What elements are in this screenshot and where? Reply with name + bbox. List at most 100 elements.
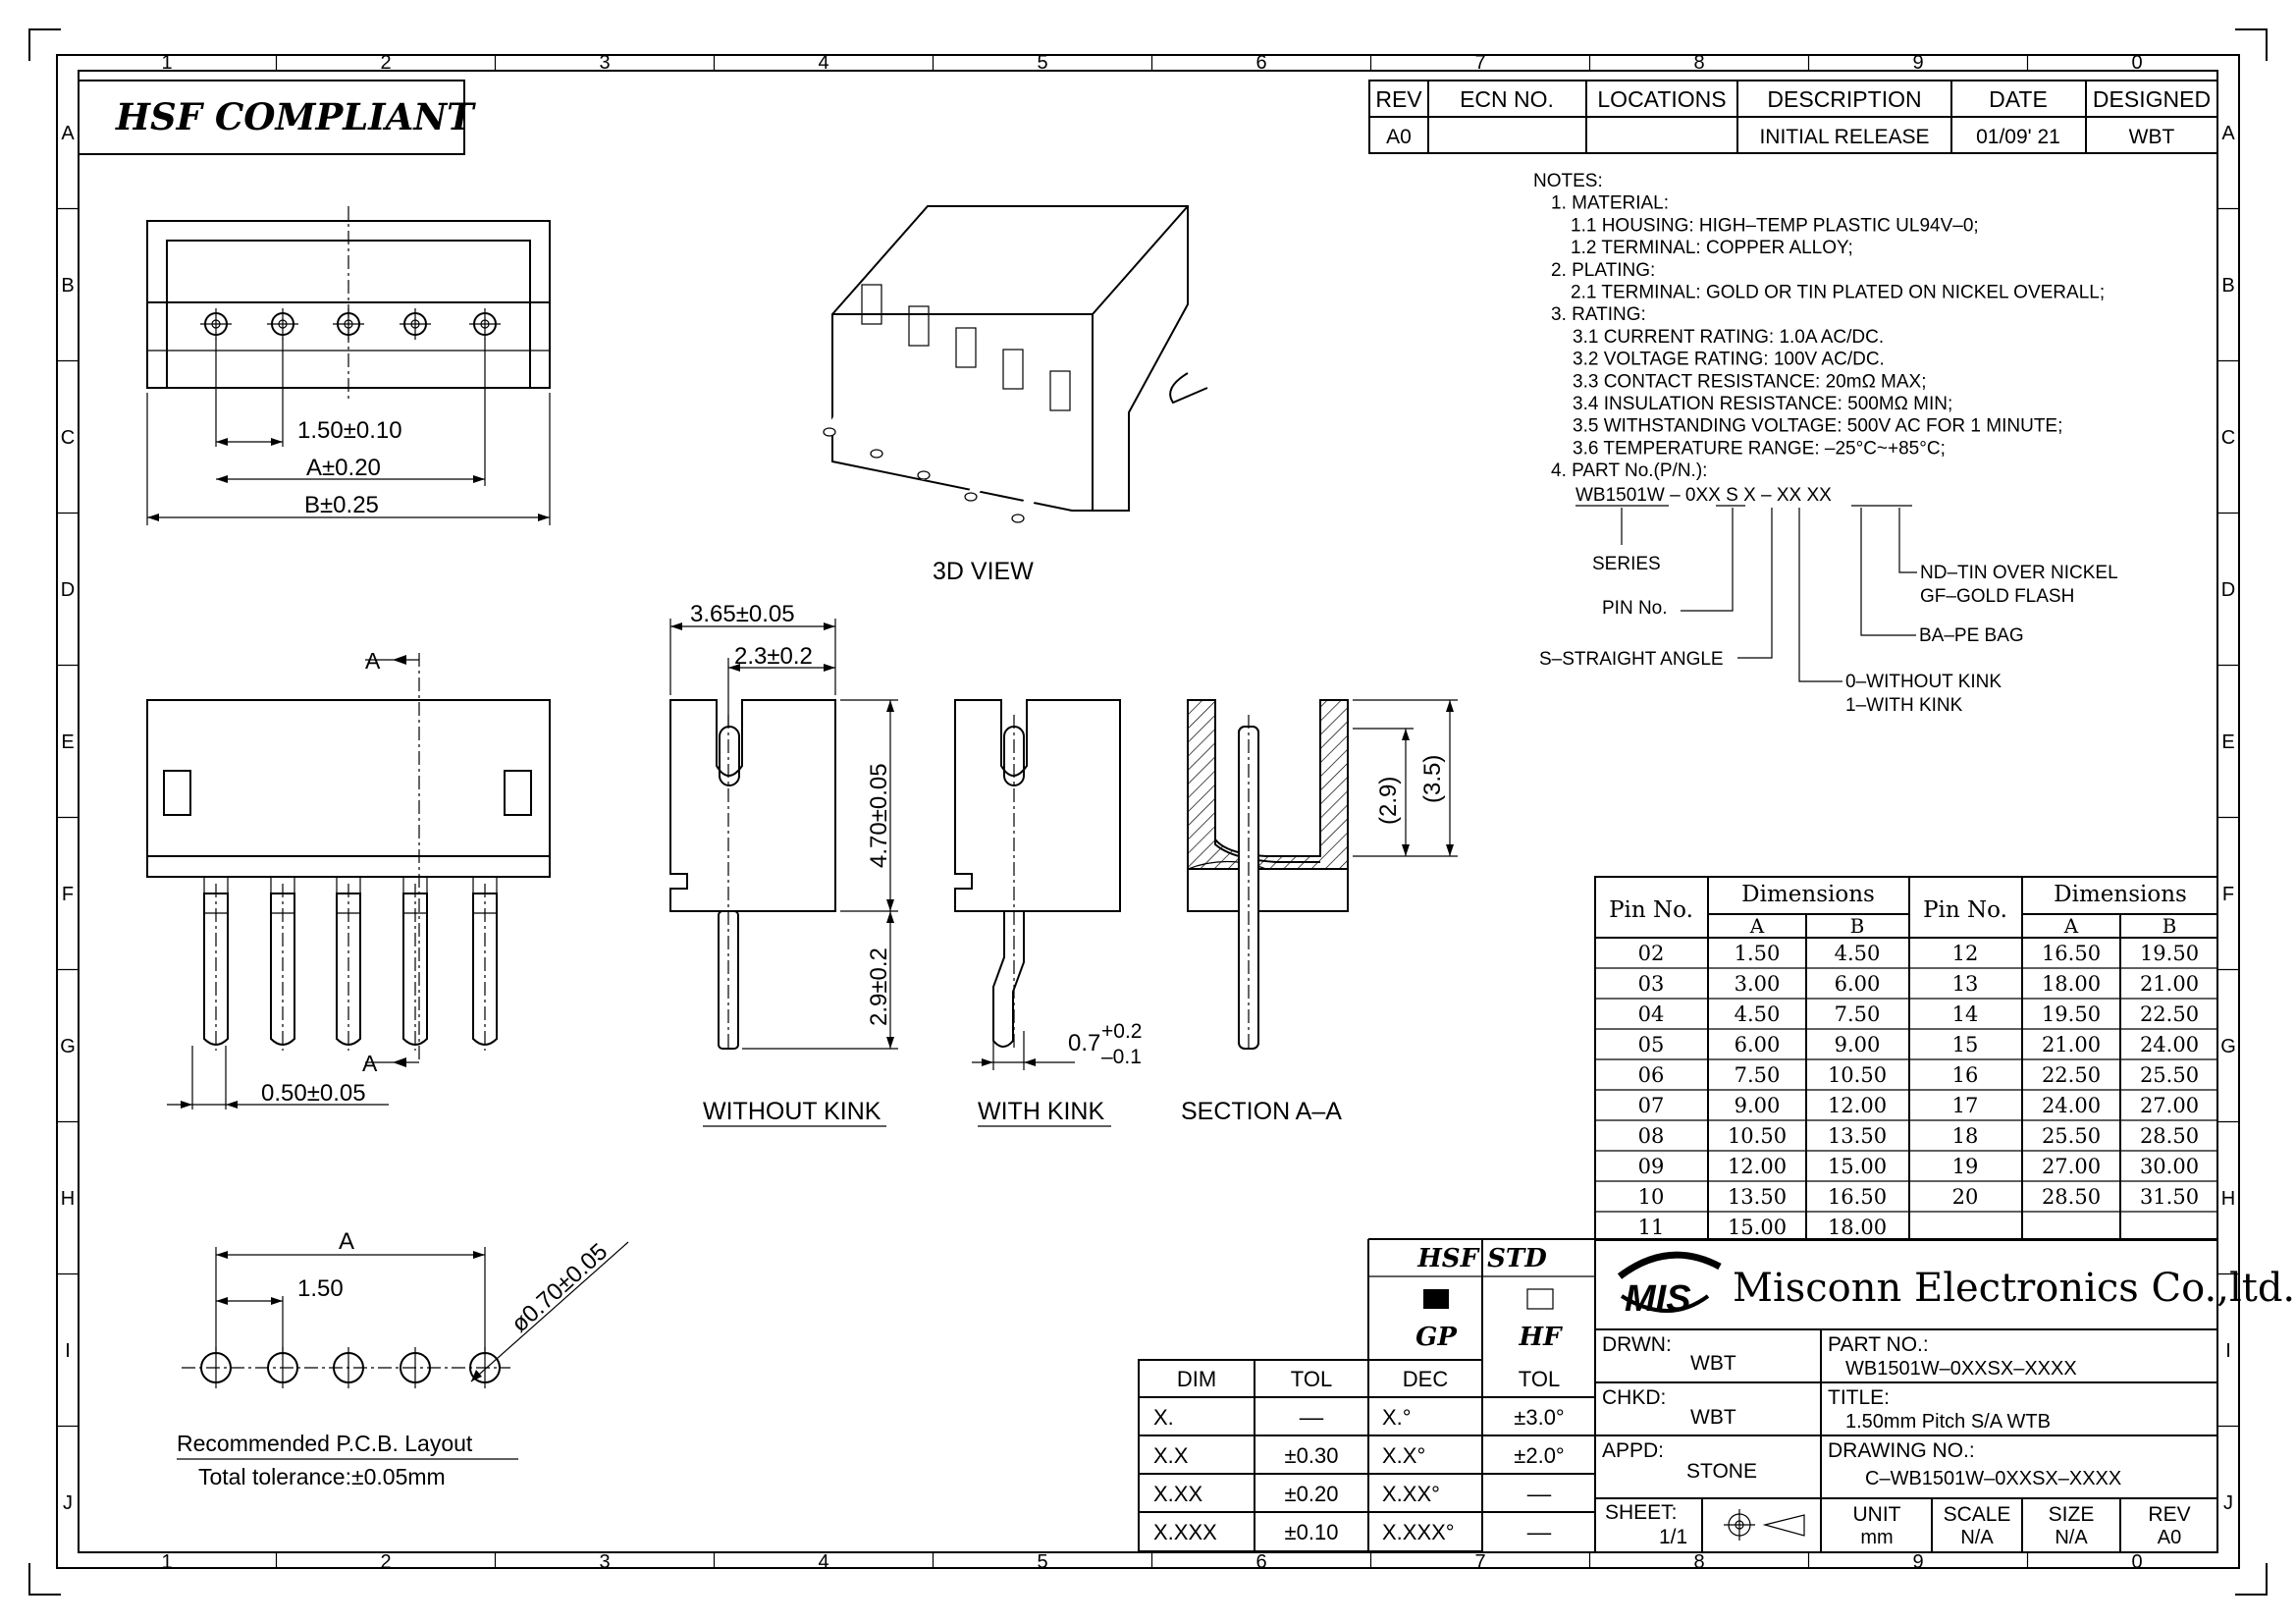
scale-label: SCALE [1944, 1503, 2011, 1526]
dim-table-cell: 1.50 [1735, 942, 1781, 965]
dim-pin-width: 0.50±0.05 [261, 1080, 366, 1107]
cavity-3d [908, 305, 930, 347]
zone-letter-left: I [65, 1340, 71, 1362]
rev-header-description: DESCRIPTION [1767, 86, 1921, 112]
terminal-front [270, 893, 295, 1046]
with-kink-label: WITH KINK [978, 1098, 1104, 1125]
terminal-front [402, 893, 428, 1046]
title-value: 1.50mm Pitch S/A WTB [1845, 1411, 2051, 1433]
rev-cell-rev: A0 [1386, 126, 1412, 148]
dim-table-cell: 21.00 [2042, 1033, 2101, 1056]
zone-letter-right: B [2221, 275, 2234, 297]
part-no-label: PART NO.: [1828, 1333, 1929, 1356]
note-line: 3.5 WITHSTANDING VOLTAGE: 500V AC FOR 1 … [1573, 416, 2062, 437]
dim-table-cell: 06 [1638, 1063, 1665, 1087]
zone-number-top: 9 [1912, 52, 1923, 74]
note-line: 3.3 CONTACT RESISTANCE: 20mΩ MAX; [1573, 371, 1927, 392]
drawing-no-label: DRAWING NO.: [1828, 1439, 1975, 1462]
zone-letter-right: C [2221, 427, 2235, 449]
tol-cell: –– [1527, 1520, 1552, 1544]
tol-cell: –– [1527, 1482, 1552, 1506]
zone-number-top: 4 [818, 52, 828, 74]
dim-table-cell: 3.00 [1735, 972, 1781, 996]
dim-table-cell: 27.00 [2140, 1094, 2199, 1117]
dim-table-cell: 7.50 [1735, 1063, 1781, 1087]
tol-cell: ±2.0° [1514, 1443, 1564, 1468]
without-kink-label: WITHOUT KINK [703, 1098, 881, 1125]
pin-no-label: PIN No. [1602, 598, 1668, 619]
dim-table-cell: 4.50 [1835, 942, 1881, 965]
hsf-std-title: HSF STD [1416, 1244, 1547, 1273]
dim-table-h-a-right: A [2063, 914, 2079, 938]
3d-view-label: 3D VIEW [933, 558, 1034, 585]
dim-table-cell: 28.50 [2042, 1185, 2101, 1209]
zone-letter-right: J [2223, 1492, 2233, 1514]
gp-checkbox [1423, 1289, 1449, 1309]
section-a-a: (2.9) (3.5) SECTION A–A [1181, 699, 1458, 1125]
zone-number-top: 3 [599, 52, 610, 74]
dim-table-h-b-left: B [1850, 914, 1865, 938]
dim-table-cell: 15 [1952, 1033, 1979, 1056]
terminal-front [203, 893, 229, 1046]
projection-symbol-icon [1724, 1509, 1805, 1541]
dim-table-cell: 11 [1638, 1216, 1665, 1239]
zone-number-top: 8 [1693, 52, 1704, 74]
zone-number-bottom: 4 [818, 1551, 828, 1573]
dim-table-h-b-right: B [2163, 914, 2177, 938]
zone-letter-left: C [61, 427, 75, 449]
dim-table-cell: 19.50 [2042, 1002, 2101, 1026]
zone-number-top: 0 [2131, 52, 2142, 74]
kink-tol-minus: –0.1 [1101, 1046, 1142, 1068]
zone-number-top: 7 [1474, 52, 1485, 74]
note-line: 4. PART No.(P/N.): [1551, 460, 1707, 481]
dim-table-cell: 09 [1638, 1155, 1665, 1178]
series-label: SERIES [1592, 554, 1661, 574]
part-code: WB1501W – 0XX S X – XX XX [1575, 485, 1832, 506]
section-label: SECTION A–A [1181, 1098, 1342, 1125]
sheet-value: 1/1 [1659, 1526, 1687, 1548]
note-line: 3.4 INSULATION RESISTANCE: 500MΩ MIN; [1573, 394, 1952, 414]
rev-cell-date: 01/09' 21 [1976, 126, 2060, 148]
tol-cell: ±0.20 [1285, 1482, 1339, 1506]
zone-number-bottom: 5 [1037, 1551, 1047, 1573]
terminal-3d [966, 423, 1020, 502]
dim-table-cell: 31.50 [2140, 1185, 2199, 1209]
dim-table-cell: 9.00 [1835, 1033, 1881, 1056]
kink1-label: 1–WITH KINK [1845, 695, 1963, 716]
dim-table-cell: 25.50 [2042, 1124, 2101, 1148]
dimensions-table: Pin No. Dimensions A B Pin No. Dimension… [1594, 876, 2218, 1241]
hf-checkbox [1526, 1288, 1554, 1310]
dim-table-cell: 08 [1638, 1124, 1665, 1148]
dim-table-h-pin-right: Pin No. [1923, 897, 2007, 923]
tol-cell: X.X° [1382, 1443, 1425, 1468]
3d-view: 3D VIEW [823, 205, 1208, 585]
dim-table-cell: 18.00 [1828, 1216, 1887, 1239]
dim-table-cell: 4.50 [1735, 1002, 1781, 1026]
angle-label: S–STRAIGHT ANGLE [1539, 649, 1724, 670]
dim-table-cell: 6.00 [1735, 1033, 1781, 1056]
note-line: 3.1 CURRENT RATING: 1.0A AC/DC. [1573, 327, 1884, 348]
kink-tol-base: 0.7 [1068, 1030, 1100, 1056]
dim-table-cell: 22.50 [2042, 1063, 2101, 1087]
outer-frame [56, 54, 2240, 1569]
tol-cell: X.X [1153, 1443, 1189, 1468]
zone-letter-left: A [61, 123, 75, 144]
company-name: Misconn Electronics Co.,ltd. [1733, 1266, 2295, 1311]
appd-label: APPD: [1602, 1439, 1664, 1462]
dim-table-cell: 16.50 [2042, 942, 2101, 965]
note-line: 3. RATING: [1551, 304, 1646, 325]
dim-table-h-a-left: A [1749, 914, 1765, 938]
rev-cell-designed: WBT [2129, 126, 2175, 148]
dim-table-cell: 24.00 [2042, 1094, 2101, 1117]
cavity-3d [861, 284, 882, 325]
kink-tol-plus: +0.2 [1101, 1020, 1142, 1043]
zone-number-top: 6 [1255, 52, 1266, 74]
sheet-label: SHEET: [1605, 1501, 1678, 1524]
drwn-value: WBT [1690, 1352, 1736, 1375]
dim-table-cell: 28.50 [2140, 1124, 2199, 1148]
zone-letter-left: G [60, 1036, 76, 1057]
dim-table-cell: 7.50 [1835, 1002, 1881, 1026]
tol-cell: X.XX° [1382, 1482, 1440, 1506]
pcb-dim-hole: ø0.70±0.05 [507, 1238, 613, 1337]
